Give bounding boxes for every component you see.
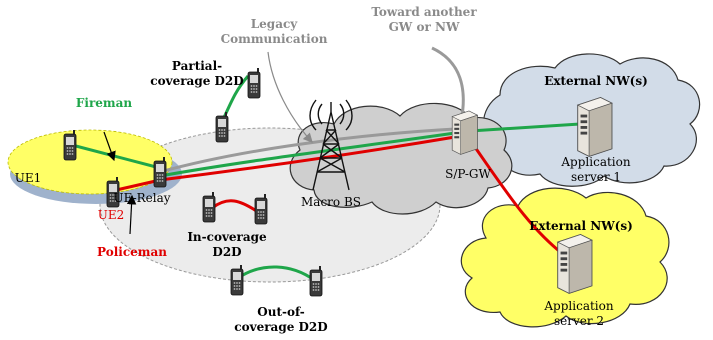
phone-in-coverage-2-icon (254, 193, 268, 225)
phone-out-of-coverage-1-icon (230, 264, 244, 296)
out-of-coverage-d2d-link (237, 265, 315, 282)
application-server-2-icon (557, 234, 593, 294)
app-server-1-label-line1: Application (560, 155, 630, 169)
policeman-pointer (126, 194, 137, 235)
fireman-relay-link (159, 131, 456, 178)
legacy-pointer (267, 51, 313, 143)
ue2-relay-policeman-link (111, 178, 161, 193)
legacy-label-line1: Legacy (251, 17, 299, 31)
sp-gw-label: S/P-GW (445, 167, 491, 181)
phone-ue-relay-icon (153, 156, 167, 188)
fireman-pointer (103, 131, 116, 162)
in-coverage-d2d-link (211, 199, 259, 214)
legacy-label-line2: Communication (221, 32, 328, 46)
app-server-1-label-line2: server 1 (571, 170, 621, 184)
ue1-relay-fireman-link (71, 143, 161, 170)
sp-gw-server-icon (451, 110, 478, 155)
ue-relay-label: UE-Relay (113, 191, 170, 205)
phone-out-of-coverage-2-icon (309, 265, 323, 297)
ue1-label: UE1 (15, 171, 42, 185)
out-of-coverage-label-line1: Out-of- (257, 305, 304, 319)
phone-partial-d2d-2-icon (247, 67, 261, 99)
phone-ue1-icon (63, 129, 77, 161)
partial-coverage-label-line1: Partial- (172, 59, 222, 73)
policeman-relay-link (159, 135, 456, 182)
app-server-2-label-line2: server 2 (554, 314, 604, 328)
app-server-2-label-line1: Application (543, 299, 613, 313)
macro-bs-tower-icon (309, 99, 353, 191)
in-coverage-label-line2: D2D (212, 245, 241, 259)
legacy-link (159, 127, 456, 174)
policeman-server-link (468, 139, 569, 260)
toward-gw-link (431, 46, 465, 117)
fireman-label: Fireman (76, 96, 133, 110)
toward-label-line1: Toward another (371, 5, 477, 19)
phone-partial-d2d-1-icon (215, 111, 229, 143)
out-of-coverage-label-line2: coverage D2D (234, 320, 327, 334)
phone-in-coverage-1-icon (202, 191, 216, 223)
ue2-label: UE2 (98, 208, 125, 222)
policeman-label: Policeman (97, 245, 167, 259)
application-server-1-icon (577, 97, 613, 157)
external-nw-2-label: External NW(s) (529, 219, 633, 233)
fireman-server-link (469, 122, 581, 133)
toward-label-line2: GW or NW (389, 20, 460, 34)
partial-coverage-label-line2: coverage D2D (150, 74, 243, 88)
ue-area (7, 129, 173, 195)
macro-bs-label: Macro BS (301, 195, 361, 209)
in-coverage-label-line1: In-coverage (187, 230, 267, 244)
external-nw-1-label: External NW(s) (544, 74, 648, 88)
